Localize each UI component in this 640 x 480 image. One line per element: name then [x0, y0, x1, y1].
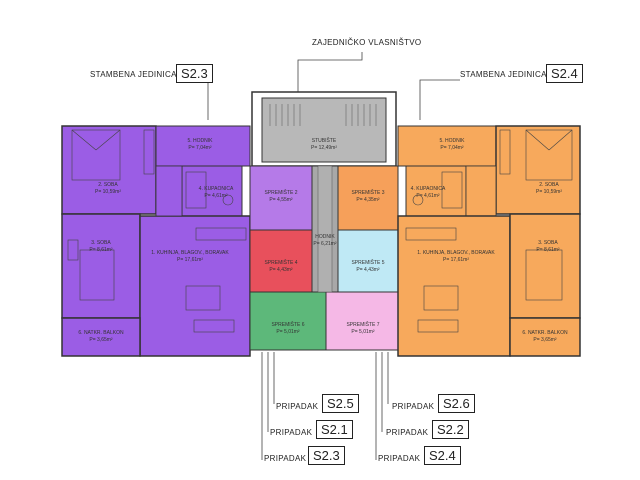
wardrobe-l-soba2: [143, 129, 155, 175]
hodnik-c-area: P= 6,21m²: [313, 241, 337, 247]
pripadak-left-code-2: S2.1: [316, 420, 353, 439]
sp5-name: SPREMIŠTE 5: [351, 259, 384, 266]
l-kuhinja-name: 1. KUHINJA, BLAGOV., BORAVAK: [151, 250, 229, 256]
r-soba2-area: P= 10,59m²: [536, 189, 562, 195]
pripadak-left-code-3: S2.3: [308, 446, 345, 465]
kitchen-counter-r: [405, 227, 457, 241]
r-soba3-area: P= 8,61m²: [536, 247, 560, 253]
r-kuhinja-area: P= 17,61m²: [443, 257, 469, 263]
left-unit-code: S2.3: [176, 64, 213, 83]
sp2-name: SPREMIŠTE 2: [264, 189, 297, 196]
sp4-area: P= 4,43m²: [269, 267, 293, 273]
bathtub-r: [441, 171, 463, 209]
pripadak-right-label-3: PRIPADAK: [378, 454, 421, 463]
r-soba2-name: 2. SOBA: [539, 182, 559, 188]
sp4-name: SPREMIŠTE 4: [264, 259, 297, 266]
l-soba2-area: P= 10,59m²: [95, 189, 121, 195]
sp6-area: P= 5,01m²: [276, 329, 300, 335]
sp3-name: SPREMIŠTE 3: [351, 189, 384, 196]
sp3-area: P= 4,35m²: [356, 197, 380, 203]
pripadak-right-label-1: PRIPADAK: [392, 402, 435, 411]
right-unit-label: STAMBENA JEDINICA: [460, 70, 547, 79]
l-hodnik-area: P= 7,04m²: [188, 145, 212, 151]
leader-common: [297, 52, 363, 92]
sp7-name: SPREMIŠTE 7: [346, 321, 379, 328]
pripadak-right-label-2: PRIPADAK: [386, 428, 429, 437]
room-stubiste: [261, 97, 387, 163]
sp6-name: SPREMIŠTE 6: [271, 321, 304, 328]
l-soba3-area: P= 8,61m²: [89, 247, 113, 253]
wardrobe-r-soba2: [499, 129, 511, 175]
sofa-l: [193, 319, 235, 333]
room-sp6: [249, 291, 327, 351]
l-balkon-area: P= 3,65m²: [89, 337, 113, 343]
r-hodnik-name: 5. HODNIK: [439, 138, 465, 144]
room-sp7: [325, 291, 401, 351]
unit-left: [61, 125, 251, 357]
sp2-area: P= 4,55m²: [269, 197, 293, 203]
stubiste-area: P= 12,49m²: [311, 145, 337, 151]
pripadak-left-code-1: S2.5: [322, 394, 359, 413]
table-l: [185, 285, 221, 311]
leader-left-unit: [176, 79, 209, 120]
l-soba3-name: 3. SOBA: [91, 240, 111, 246]
r-kuhinja-name: 1. KUHINJA, BLAGOV., BORAVAK: [417, 250, 495, 256]
kitchen-counter-l: [195, 227, 247, 241]
pripadak-left-label-1: PRIPADAK: [276, 402, 319, 411]
room-l-soba3: [61, 213, 141, 319]
l-kuhinja-area: P= 17,61m²: [177, 257, 203, 263]
pripadak-right-code-3: S2.4: [424, 446, 461, 465]
room-l-hall-link: [155, 165, 183, 217]
room-sp5: [337, 229, 399, 293]
unit-right: [397, 125, 581, 357]
left-unit-label: STAMBENA JEDINICA: [90, 70, 177, 79]
pripadak-right-code-1: S2.6: [438, 394, 475, 413]
common-ownership-label: ZAJEDNIČKO VLASNIŠTVO: [312, 38, 422, 47]
corridor-strip: [317, 165, 333, 293]
bed-r-soba2: [525, 129, 573, 181]
r-soba3-name: 3. SOBA: [538, 240, 558, 246]
pripadak-left-label-2: PRIPADAK: [270, 428, 313, 437]
l-soba2-name: 2. SOBA: [98, 182, 118, 188]
table-r: [423, 285, 459, 311]
l-balkon-name: 6. NATKR. BALKON: [78, 330, 124, 336]
room-r-balkon: [509, 317, 581, 357]
room-sp2: [249, 165, 313, 231]
sp7-area: P= 5,01m²: [351, 329, 375, 335]
bed-l-soba3: [79, 249, 115, 301]
room-r-hall-link: [465, 165, 497, 217]
r-kupaonica-area: P= 4,61m²: [416, 193, 440, 199]
room-l-balkon: [61, 317, 141, 357]
room-r-soba3: [509, 213, 581, 319]
pripadak-left-label-3: PRIPADAK: [264, 454, 307, 463]
stubiste-name: STUBIŠTE: [312, 137, 337, 144]
bed-l-soba2: [71, 129, 121, 181]
l-kupaonica-name: 4. KUPAONICA: [199, 186, 234, 192]
sp5-area: P= 4,43m²: [356, 267, 380, 273]
core: [249, 91, 401, 351]
leader-right-unit: [419, 79, 460, 120]
right-unit-code: S2.4: [546, 64, 583, 83]
r-balkon-name: 6. NATKR. BALKON: [522, 330, 568, 336]
l-hodnik-name: 5. HODNIK: [187, 138, 213, 144]
pripadak-right-code-2: S2.2: [432, 420, 469, 439]
room-l-kuhinja: [139, 215, 251, 357]
room-labels: 2. SOBA P= 10,59m² 5. HODNIK P= 7,04m² 4…: [78, 137, 568, 343]
r-hodnik-area: P= 7,04m²: [440, 145, 464, 151]
desk-l-soba3: [67, 239, 79, 261]
r-balkon-area: P= 3,65m²: [533, 337, 557, 343]
sofa-r: [417, 319, 459, 333]
r-kupaonica-name: 4. KUPAONICA: [411, 186, 446, 192]
l-kupaonica-area: P= 4,61m²: [204, 193, 228, 199]
bed-r-soba3: [525, 249, 563, 301]
room-sp4: [249, 229, 313, 293]
room-r-soba2: [495, 125, 581, 215]
bathtub-l: [185, 171, 207, 209]
room-sp3: [337, 165, 399, 231]
hodnik-c-name: HODNIK: [315, 234, 335, 240]
